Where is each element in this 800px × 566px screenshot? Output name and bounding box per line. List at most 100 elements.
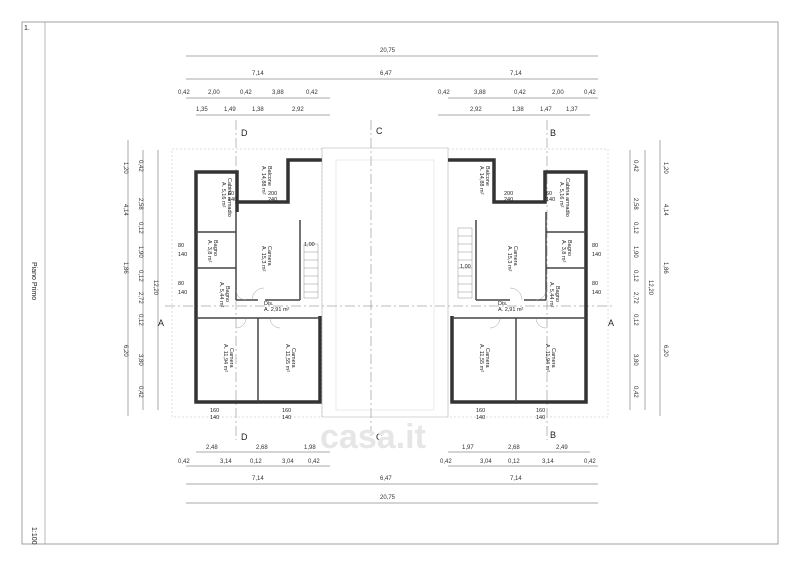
dim-bot-r1l-0: 2,48: [206, 445, 218, 451]
dim-top-r2r-0: 0,42: [438, 90, 450, 96]
dim-bot-r3-0: 7,14: [252, 476, 264, 482]
dim-side-r-outer-3: 6,20: [662, 345, 668, 357]
dim-bot-r1r-2: 2,49: [556, 445, 568, 451]
dim-top-r3l-0: 1,35: [196, 107, 208, 113]
dim-bot-r2r-4: 0,42: [584, 459, 596, 465]
dim-top-r2l-4: 0,42: [306, 90, 318, 96]
dim-top-r3l-2: 1,38: [252, 107, 264, 113]
room-left-dis-name: Dis.: [264, 301, 274, 307]
dim-side-r-inner-7: 3,80: [632, 354, 638, 366]
right-window-a-w: 80: [592, 243, 598, 249]
dim-top-r3l-3: 2,92: [292, 107, 304, 113]
room-left-camera2-name: Camera: [228, 348, 234, 369]
room-left-camera3-area: A. 11,55 m²: [284, 344, 290, 372]
dim-top-r1-c: 7,14: [510, 71, 522, 77]
sheet-title: Piano Primo: [30, 262, 37, 300]
room-right-camera1-name: Camera: [512, 246, 518, 267]
room-right-cabina-name: Cabina armadio: [564, 178, 570, 217]
unit-left: [171, 148, 323, 418]
left-door-b-w: 160: [282, 408, 291, 414]
dim-top-r3r-1: 1,38: [512, 107, 524, 113]
section-mark-a-right: A: [608, 318, 614, 328]
dim-side-r-inner-1: 2,58: [632, 198, 638, 210]
left-door-a-h: 140: [210, 415, 219, 421]
room-right-bagno1-area: A. 3,8 m²: [560, 240, 566, 262]
dim-side-l-inner-1: 2,58: [137, 198, 143, 210]
dim-side-r-outer-0: 1,20: [662, 162, 668, 174]
room-right-balcone-area: A. 14,88 m²: [478, 166, 484, 195]
dim-bot-overall: 20,75: [380, 495, 396, 501]
room-right-bagno2-area: A. 5,44 m²: [548, 282, 554, 308]
room-left-bagno1-name: Bagno: [212, 240, 218, 256]
right-door-b-h: 140: [536, 415, 545, 421]
dim-bot-r2l-2: 0,12: [250, 459, 262, 465]
left-balcony-door-w: 200: [268, 191, 277, 197]
room-right-camera2-name: Camera: [484, 348, 490, 369]
left-small-window-h: 140: [228, 197, 237, 203]
right-small-window-h: 140: [546, 197, 555, 203]
dim-side-r-total: 12,20: [647, 280, 653, 296]
room-left-balcone-area: A. 14,88 m²: [260, 166, 266, 195]
dim-top-r2r-2: 0,42: [514, 90, 526, 96]
top-dimensions: [186, 55, 598, 116]
room-right-cabina-area: A. 5,16 m²: [558, 182, 564, 208]
section-mark-a-left: A: [158, 318, 164, 328]
right-door-a-h: 140: [476, 415, 485, 421]
dim-side-l-inner-6: 0,12: [137, 314, 143, 326]
room-left-camera1-name: Camera: [266, 246, 272, 267]
dim-bot-r1r-1: 2,68: [508, 445, 520, 451]
section-lines: [165, 120, 612, 440]
central-void: [321, 147, 449, 418]
dim-side-r-inner-8: 0,42: [632, 386, 638, 398]
dim-bot-r2r-3: 3,14: [542, 459, 554, 465]
right-door-a-w: 160: [476, 408, 485, 414]
right-window-b-h: 140: [592, 290, 601, 296]
dim-top-r3r-2: 1,47: [540, 107, 552, 113]
room-right-balcone-name: Balcone: [484, 166, 490, 186]
right-balcony-door-h: 240: [504, 197, 513, 203]
section-mark-d-top: D: [241, 128, 248, 138]
dim-top-r2r-4: 0,42: [584, 90, 596, 96]
dim-side-l-inner-7: 3,80: [137, 354, 143, 366]
dim-side-l-inner-0: 0,42: [137, 160, 143, 172]
dim-bot-r1l-2: 1,98: [304, 445, 316, 451]
dim-top-r3r-0: 2,92: [470, 107, 482, 113]
dim-bot-r2l-1: 3,14: [220, 459, 232, 465]
dim-bot-r2l-3: 3,04: [282, 459, 294, 465]
room-left-bagno1-area: A. 3,8 m²: [206, 240, 212, 262]
dim-side-r-inner-2: 0,12: [632, 222, 638, 234]
room-left-bagno2-name: Bagno: [224, 286, 230, 302]
section-mark-d-bottom: D: [241, 432, 248, 442]
left-door-b-h: 140: [282, 415, 291, 421]
dim-bot-r1r-0: 1,97: [462, 445, 474, 451]
dim-side-l-inner-4: 0,12: [137, 270, 143, 282]
left-window-b-w: 80: [178, 281, 184, 287]
dim-top-r2r-1: 3,88: [474, 90, 486, 96]
dim-side-r-inner-6: 0,12: [632, 314, 638, 326]
dim-top-r2l-0: 0,42: [178, 90, 190, 96]
dim-top-overall: 20,75: [380, 48, 396, 54]
dim-side-l-outer-2: 1,86: [122, 262, 128, 274]
room-left-dis-area: A. 2,91 m²: [264, 307, 290, 313]
dim-side-l-inner-5: 2,72: [137, 292, 143, 304]
room-right-camera3-name: Camera: [550, 348, 556, 369]
room-left-camera3-name: Camera: [290, 348, 296, 369]
dim-side-l-inner-8: 0,42: [137, 386, 143, 398]
dim-top-r2l-2: 0,42: [240, 90, 252, 96]
dim-side-l-inner-2: 0,12: [137, 222, 143, 234]
section-mark-b-bottom: B: [550, 430, 556, 440]
left-stair-landing: 1,00: [304, 242, 315, 248]
sheet-number: 1.: [24, 25, 30, 32]
room-right-camera1-area: A. 15,3 m²: [506, 246, 512, 272]
right-window-a-h: 140: [592, 252, 601, 258]
dim-bot-r2l-4: 0,42: [308, 459, 320, 465]
dim-side-l-inner-3: 1,90: [137, 246, 143, 258]
dim-top-r1-a: 7,14: [252, 71, 264, 77]
unit-right: [447, 148, 609, 418]
dim-top-r2l-3: 3,88: [272, 90, 284, 96]
dim-side-l-outer-0: 1,20: [122, 162, 128, 174]
right-small-window-w: 60: [546, 191, 552, 197]
section-mark-c-bottom: C: [376, 432, 383, 442]
dim-top-r2l-1: 2,00: [208, 90, 220, 96]
